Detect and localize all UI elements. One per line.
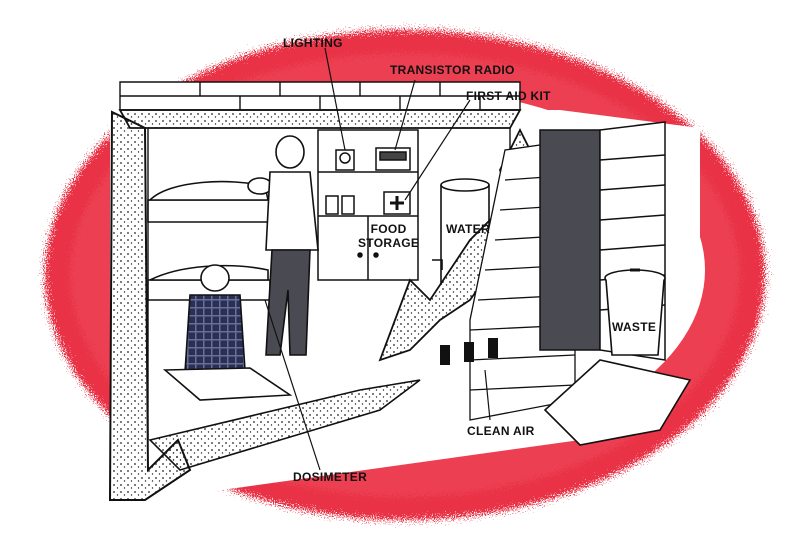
label-dosimeter: DOSIMETER — [293, 470, 368, 484]
clean-air-vents — [440, 338, 498, 365]
upper-bunk — [147, 177, 273, 223]
floor — [148, 379, 421, 471]
label-waste: WASTE — [612, 320, 657, 334]
label-food-storage: FOOD STORAGE — [358, 222, 419, 250]
ceiling-slab — [118, 109, 522, 129]
waste-can — [604, 268, 666, 356]
label-food-storage-line2: STORAGE — [358, 236, 420, 250]
label-clean-air: CLEAN AIR — [467, 424, 535, 438]
label-food-storage-line1: FOOD — [370, 222, 407, 236]
shelving-unit — [317, 129, 419, 281]
label-lighting: LIGHTING — [283, 36, 343, 50]
label-water: WATER — [446, 222, 490, 236]
leader-lines — [264, 47, 491, 471]
man-figure — [265, 135, 319, 356]
top-brick-wall — [119, 81, 521, 111]
label-first-aid-kit: FIRST AID KIT — [466, 89, 551, 103]
label-transistor-radio: TRANSISTOR RADIO — [390, 63, 515, 77]
woman-figure — [162, 264, 293, 401]
ground-slab — [543, 359, 692, 446]
